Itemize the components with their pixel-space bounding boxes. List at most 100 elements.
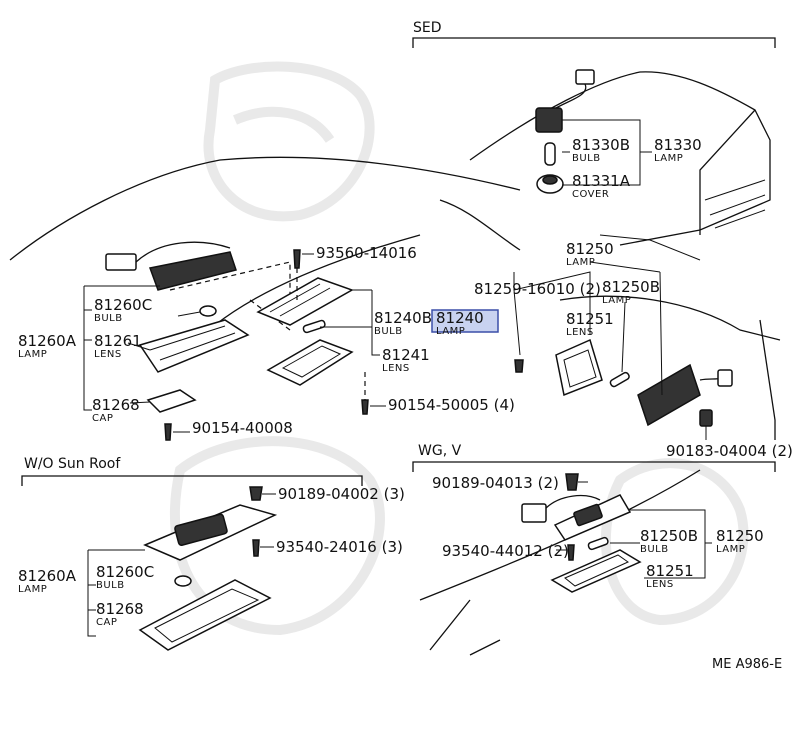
roof-outline-top <box>9 156 521 261</box>
lamp-wgv-detail <box>573 503 603 527</box>
part-number-81240b: 81240B <box>374 309 432 327</box>
part-number-81260c-bot: 81260C <box>96 563 154 581</box>
part-number-81250-top: 81250 <box>566 240 614 258</box>
sed-wire <box>555 83 587 109</box>
footer-code: ME A986-E <box>712 657 782 672</box>
wgv-bracket <box>412 461 776 472</box>
sed-body-edge <box>699 109 756 235</box>
callout-93560: 93560-14016 <box>316 244 417 262</box>
callout-90189-b: 90189-04013 (2) <box>432 474 559 492</box>
part-desc-81330: LAMP <box>654 153 683 164</box>
sed-cover-center <box>542 175 558 185</box>
lens-81251-top-inner <box>563 349 597 388</box>
screw-93540-24016 <box>252 539 260 557</box>
part-desc-81240b: BULB <box>374 326 403 337</box>
part-desc-81268-bot: CAP <box>96 617 117 628</box>
wire-top <box>135 241 231 263</box>
screw-90154-50005 <box>361 399 369 415</box>
part-number-81330b: 81330B <box>572 136 630 154</box>
part-number-81251-top: 81251 <box>566 310 614 328</box>
part-number-81250b-bot: 81250B <box>640 527 698 545</box>
screw-93560 <box>293 249 301 269</box>
part-number-81268-bot: 81268 <box>96 600 144 618</box>
roof-outline-right <box>439 199 521 251</box>
part-number-81251-bot: 81251 <box>646 562 694 580</box>
clip-90189-a <box>249 486 263 501</box>
part-number-93540-44012: 93540-44012 (2) <box>442 542 569 560</box>
roof-rear-post <box>759 319 776 440</box>
lens-81251-bot <box>550 549 642 593</box>
part-desc-81240: LAMP <box>436 326 465 337</box>
part-desc-81330b: BULB <box>572 153 601 164</box>
part-number-81260c-top: 81260C <box>94 296 152 314</box>
wire-wgv <box>545 494 601 509</box>
connector-81250 <box>717 369 733 387</box>
part-desc-81261: LENS <box>94 349 122 360</box>
leader-81261 <box>127 342 151 351</box>
wo-sunroof-section: W/O Sun Roof <box>21 456 363 651</box>
connector-wgv <box>521 503 547 523</box>
part-desc-81331a: COVER <box>572 189 609 200</box>
wgv-section: WG, V <box>412 443 776 656</box>
bulb-81250b-top <box>609 371 630 388</box>
lens-81261-top <box>138 319 250 373</box>
dash-line-top <box>169 261 291 300</box>
clip-90183 <box>699 409 713 427</box>
part-number-81261: 81261 <box>94 332 142 350</box>
callout-90154-50005: 90154-50005 (4) <box>388 396 515 414</box>
section-sed-label: SED <box>413 20 442 36</box>
part-number-81268-top: 81268 <box>92 396 140 414</box>
main-roof <box>9 156 781 441</box>
part-number-90154-40008: 90154-40008 <box>192 419 293 437</box>
sed-section: SED <box>412 20 776 246</box>
lamp-81240-ribs <box>269 283 331 317</box>
part-desc-81260c-bot: BULB <box>96 580 125 591</box>
part-number-81259: 81259-16010 (2) <box>474 280 601 298</box>
sed-bracket <box>412 37 776 48</box>
bracket-81260a-top <box>83 285 160 411</box>
part-number-81241: 81241 <box>382 346 430 364</box>
part-number-90189-b: 90189-04013 (2) <box>432 474 559 492</box>
bracket-81250-top <box>513 271 591 356</box>
part-desc-81250-bot: LAMP <box>716 544 745 555</box>
leader-81268 <box>129 401 151 404</box>
leader-81250-top <box>589 261 663 396</box>
part-number-81330: 81330 <box>654 136 702 154</box>
wo-sunroof-bracket <box>21 475 363 486</box>
leader-81250b-top <box>621 301 626 373</box>
lamp-81250-top <box>637 363 701 427</box>
sed-lamp-body <box>535 107 563 133</box>
bulb-81250b-bot <box>587 536 609 551</box>
lens-bot <box>138 579 272 651</box>
bulb-81260c-top <box>199 305 217 317</box>
section-wo-sunroof-label: W/O Sun Roof <box>24 456 121 472</box>
highlight-box-81240[interactable] <box>431 309 499 333</box>
part-number-90189-a: 90189-04002 (3) <box>278 485 405 503</box>
bracket-81240 <box>320 289 380 356</box>
lens-bot-inner <box>154 588 260 643</box>
clip-90189-b <box>565 473 579 491</box>
sed-connector <box>575 69 595 85</box>
part-desc-81260c-top: BULB <box>94 313 123 324</box>
lens-81241-inner <box>281 345 342 378</box>
sed-body-ribs <box>704 179 766 229</box>
callout-90189-a: 90189-04002 (3) <box>278 485 405 503</box>
bulb-81240b <box>302 319 326 334</box>
part-desc-81268-top: CAP <box>92 413 113 424</box>
part-number-90183: 90183-04004 (2) <box>666 442 793 460</box>
screw-81259 <box>514 359 524 373</box>
screw-90154-40008 <box>164 423 172 441</box>
roof-inner-edge <box>214 234 421 326</box>
